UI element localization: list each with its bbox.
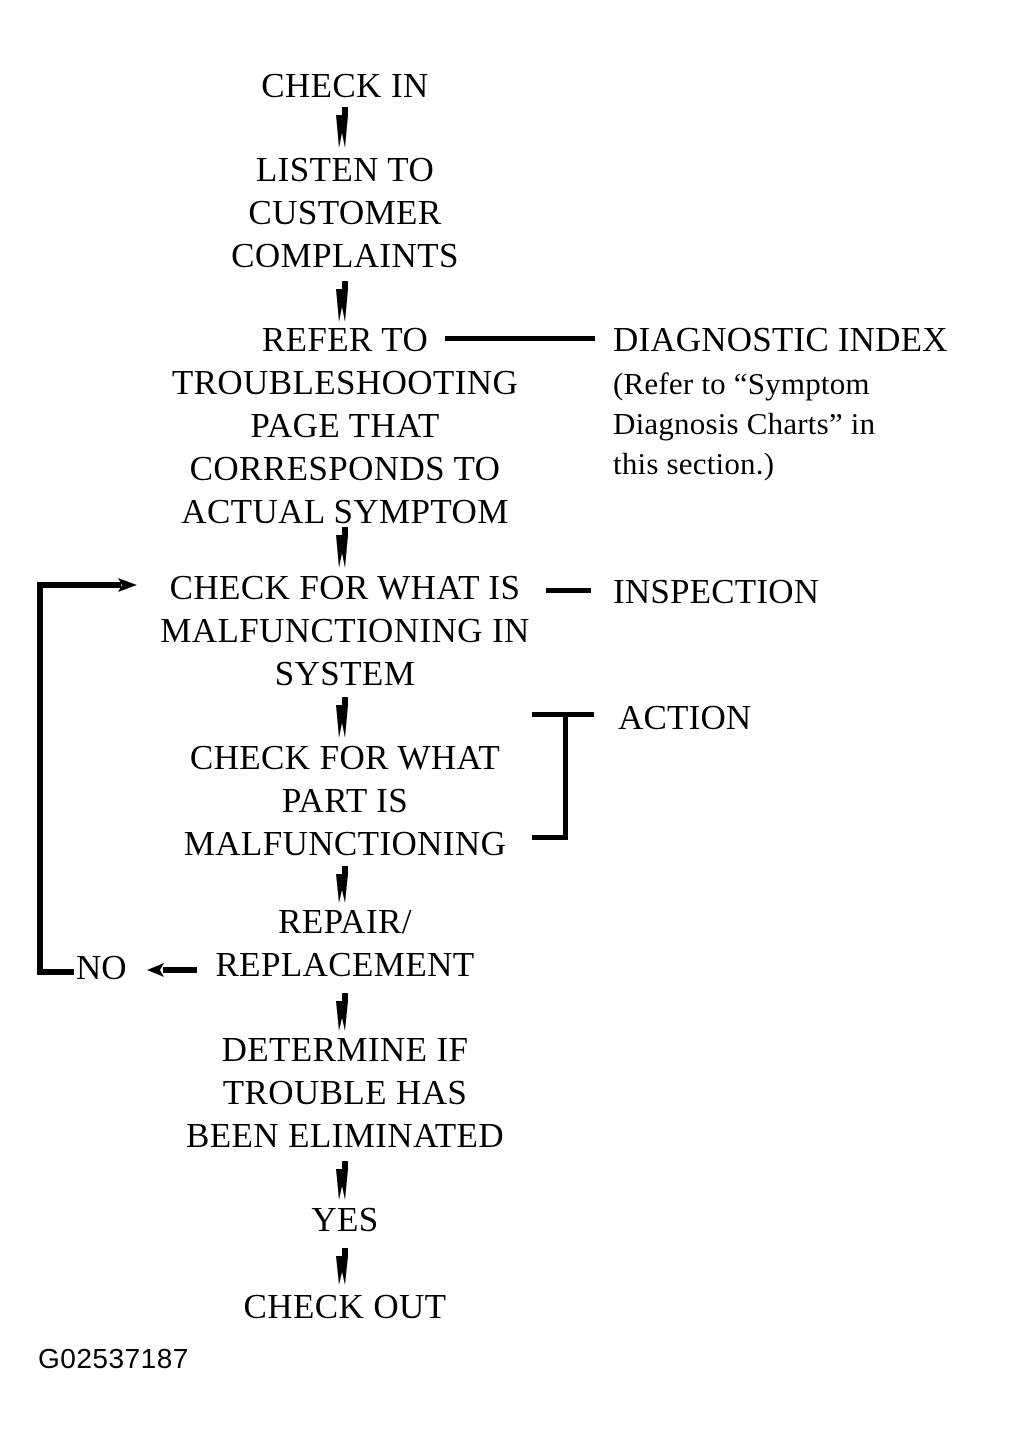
flow-arrow-listen-to-refer: [336, 281, 348, 322]
flow-step-check-out: CHECK OUT: [243, 1287, 447, 1326]
flow-arrow-yes-to-check-out: [336, 1248, 348, 1285]
branch-label-no: NO: [76, 948, 127, 987]
flow-arrow-check-system-to-check-part: [336, 697, 348, 738]
flow-step-listen-complaints: LISTEN TO CUSTOMER COMPLAINTS: [231, 150, 459, 275]
flow-step-yes: YES: [311, 1200, 379, 1239]
annotation-action-title: ACTION: [618, 698, 752, 737]
flow-step-determine-eliminated: DETERMINE IF TROUBLE HAS BEEN ELIMINATED: [185, 1030, 505, 1155]
flow-step-check-part: CHECK FOR WHAT PART IS MALFUNCTIONING: [183, 738, 507, 863]
flow-step-refer-troubleshooting: REFER TO TROUBLESHOOTING PAGE THAT CORRE…: [171, 320, 519, 531]
annotation-inspection-title: INSPECTION: [613, 572, 820, 611]
flow-step-repair-replacement: REPAIR/ REPLACEMENT: [215, 902, 475, 984]
flow-step-check-in: CHECK IN: [261, 66, 429, 105]
flow-arrow-check-part-to-repair: [336, 866, 348, 903]
annotation-diagnostic-index-note: (Refer to “Symptom Diagnosis Charts” in …: [613, 366, 876, 481]
flow-arrow-check-in-to-listen: [336, 107, 348, 148]
annotation-diagnostic-index-title: DIAGNOSTIC INDEX: [613, 320, 948, 359]
flow-arrow-refer-to-check-system: [336, 527, 348, 568]
figure-code-label: G02537187: [38, 1343, 189, 1374]
flow-step-check-system: CHECK FOR WHAT IS MALFUNCTIONING IN SYST…: [160, 568, 530, 693]
flow-arrow-repair-to-determine: [336, 993, 348, 1031]
flow-arrow-determine-to-yes: [336, 1161, 348, 1200]
